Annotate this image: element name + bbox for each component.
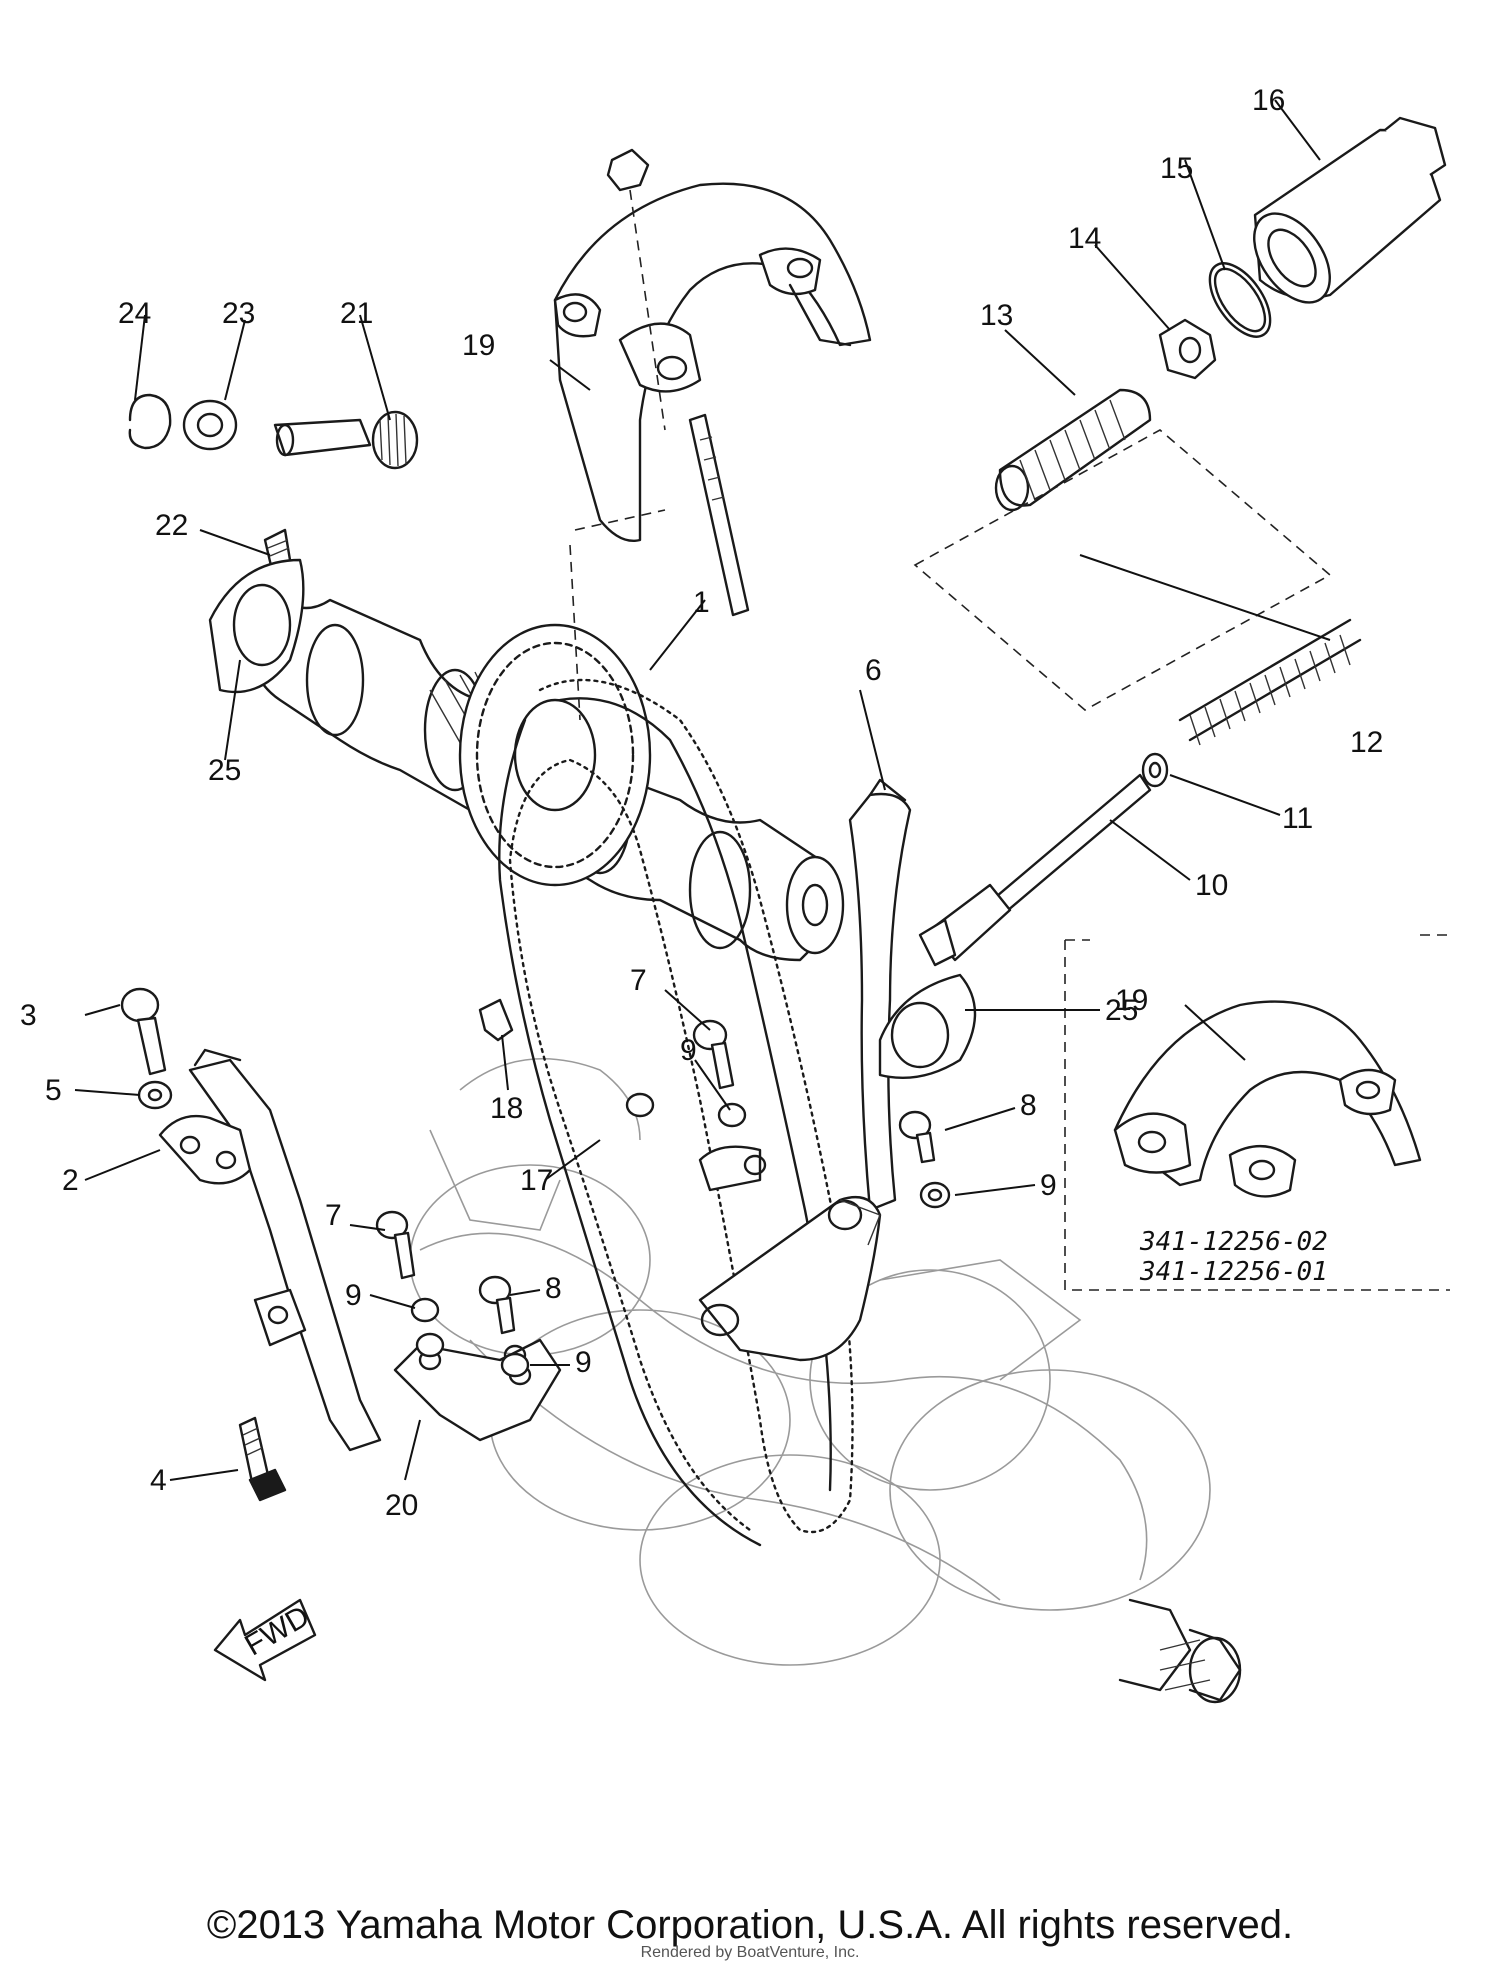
callout-25-left: 25 [208, 754, 241, 787]
callout-7-upper: 7 [630, 964, 647, 997]
copyright-notice: ©2013 Yamaha Motor Corporation, U.S.A. A… [206, 1903, 1294, 1947]
callout-12: 12 [1350, 726, 1383, 759]
callout-16: 16 [1252, 84, 1285, 117]
chain-guide-2 [158, 1048, 382, 1452]
washer-9-right [919, 1181, 951, 1209]
nut-14 [1158, 318, 1217, 380]
tensioner-spring-12 [1178, 618, 1362, 746]
part-number-2: 341-12256-01 [1139, 1257, 1328, 1287]
cap-16 [1253, 116, 1447, 304]
bolt-7-lower [375, 1210, 416, 1280]
callout-24: 24 [118, 297, 151, 330]
pushrod-10 [918, 773, 1152, 967]
callout-9-lower: 9 [345, 1279, 362, 1312]
drive-gear-21 [273, 410, 419, 470]
chain-guide-6 [848, 778, 912, 1212]
callout-19-top: 19 [462, 329, 495, 362]
callout-numbers: 16 15 14 13 12 11 10 6 1 19 21 23 24 22 … [20, 84, 1383, 1522]
callout-13: 13 [980, 299, 1013, 332]
callout-9-right: 9 [1040, 1169, 1057, 1202]
bolt-3 [120, 987, 167, 1076]
tensioner-body-13 [994, 388, 1152, 512]
callout-10: 10 [1195, 869, 1228, 902]
callout-25-right: 25 [1105, 994, 1138, 1027]
callout-23: 23 [222, 297, 255, 330]
callout-19-inset: 19 [1115, 984, 1148, 1017]
bearing-23 [182, 399, 238, 451]
cam-cap-19 [553, 182, 872, 542]
washer-9-upper [625, 1092, 747, 1128]
washer-11 [1141, 752, 1169, 788]
callout-18: 18 [490, 1092, 523, 1125]
leader-lines [74, 99, 1331, 1481]
callout-8-lower: 8 [545, 1272, 562, 1305]
bolt-8-right [898, 1110, 936, 1164]
callout-2: 2 [62, 1164, 79, 1197]
washer-9-lower [410, 1297, 445, 1358]
crankshaft [409, 1057, 1242, 1704]
callout-17: 17 [520, 1164, 553, 1197]
callout-21: 21 [340, 297, 373, 330]
bolt-4 [238, 1416, 287, 1502]
washer-9-lower-2 [500, 1352, 530, 1378]
assembly-outline [569, 429, 1332, 721]
callout-15: 15 [1160, 152, 1193, 185]
gasket-25-left [208, 558, 305, 694]
callout-9-upper: 9 [680, 1034, 697, 1067]
callout-11: 11 [1282, 802, 1313, 835]
bolt-8-lower [478, 1275, 516, 1335]
fwd-arrow: FWD [213, 1598, 317, 1682]
o-ring-15 [1208, 262, 1272, 338]
callout-20: 20 [385, 1489, 418, 1522]
stud [606, 148, 750, 617]
part-number-1: 341-12256-02 [1139, 1227, 1328, 1257]
cam-sprocket [458, 623, 652, 887]
clip-18 [478, 998, 514, 1042]
bolt-7-upper [692, 1019, 735, 1090]
inset-alternate-cap: 341-12256-02 341-12256-01 [1064, 934, 1450, 1291]
callout-8-right: 8 [1020, 1089, 1037, 1122]
watermark: Rendered by BoatVenture, Inc. [640, 1944, 860, 1961]
circlip-24 [128, 393, 172, 450]
washer-5 [137, 1080, 173, 1110]
callout-14: 14 [1068, 222, 1101, 255]
tensioner-arm [698, 1145, 882, 1362]
callout-22: 22 [155, 509, 188, 542]
callout-9-lower-2: 9 [575, 1346, 592, 1379]
callout-7-lower: 7 [325, 1199, 342, 1232]
gasket-25-right [878, 973, 977, 1080]
callout-5: 5 [45, 1074, 62, 1107]
callout-3: 3 [20, 999, 37, 1032]
callout-4: 4 [150, 1464, 167, 1497]
callout-6: 6 [865, 654, 882, 687]
callout-1: 1 [693, 586, 710, 619]
